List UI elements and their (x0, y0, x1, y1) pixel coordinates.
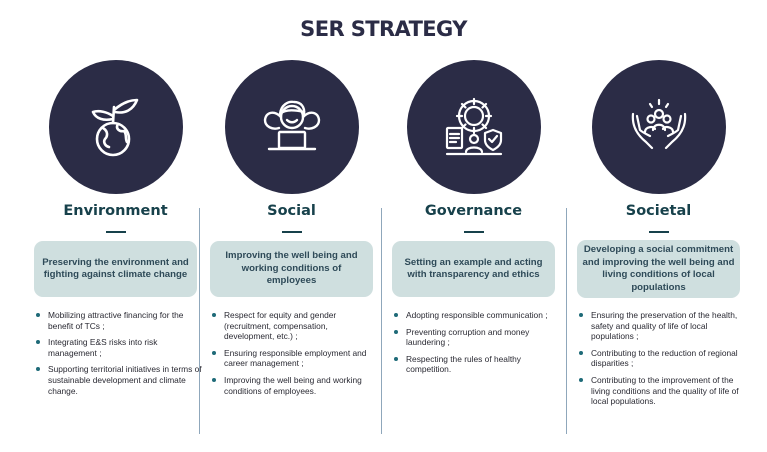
bullet-list-societal: Ensuring the preservation of the health,… (579, 310, 745, 413)
column-divider (381, 208, 382, 434)
heading-underline (105, 231, 126, 233)
objective-box-environment: Preserving the environment and fighting … (34, 241, 197, 297)
column-divider (199, 208, 200, 434)
bullet-list-governance: Adopting responsible communication ; Pre… (394, 310, 560, 381)
list-item: Mobilizing attractive financing for the … (36, 310, 202, 331)
heading-underline (281, 231, 302, 233)
list-item: Ensuring the preservation of the health,… (579, 310, 745, 342)
societal-circle (591, 60, 726, 194)
objective-box-social: Improving the well being and working con… (210, 241, 373, 297)
list-item: Contributing to the reduction of regiona… (579, 348, 745, 369)
gear-document-shield-icon (445, 97, 502, 156)
column-societal: Societal Developing a social commitment … (567, 60, 750, 452)
list-item: Ensuring responsible employment and care… (212, 348, 378, 369)
list-item: Supporting territorial initiatives in te… (36, 364, 202, 396)
list-item: Respecting the rules of healthy competit… (394, 354, 560, 375)
objective-box-governance: Setting an example and acting with trans… (392, 241, 555, 297)
heading-societal: Societal (625, 203, 692, 219)
relaxed-worker-laptop-icon (263, 100, 320, 151)
page-title: SER STRATEGY (300, 17, 467, 41)
list-item: Preventing corruption and money launderi… (394, 327, 560, 348)
bullet-list-environment: Mobilizing attractive financing for the … (36, 310, 202, 402)
environment-circle (48, 60, 183, 194)
column-environment: Environment Preserving the environment a… (24, 60, 207, 452)
heading-governance: Governance (424, 203, 523, 219)
list-item: Improving the well being and working con… (212, 375, 378, 396)
list-item: Contributing to the improvement of the l… (579, 375, 745, 407)
social-circle (224, 60, 359, 194)
objective-box-societal: Developing a social commitment and impro… (577, 240, 740, 298)
column-social: Social Improving the well being and work… (200, 60, 383, 452)
list-item: Respect for equity and gender (recruitme… (212, 310, 378, 342)
column-divider (566, 208, 567, 434)
hands-holding-people-icon (631, 98, 686, 150)
plant-globe-icon (91, 98, 138, 157)
list-item: Integrating E&S risks into risk manageme… (36, 337, 202, 358)
heading-underline (648, 231, 669, 233)
heading-environment: Environment (63, 203, 168, 219)
heading-underline (463, 231, 484, 233)
bullet-list-social: Respect for equity and gender (recruitme… (212, 310, 378, 402)
governance-circle (406, 60, 541, 194)
column-governance: Governance Setting an example and acting… (382, 60, 565, 452)
heading-social: Social (267, 203, 316, 219)
list-item: Adopting responsible communication ; (394, 310, 560, 321)
